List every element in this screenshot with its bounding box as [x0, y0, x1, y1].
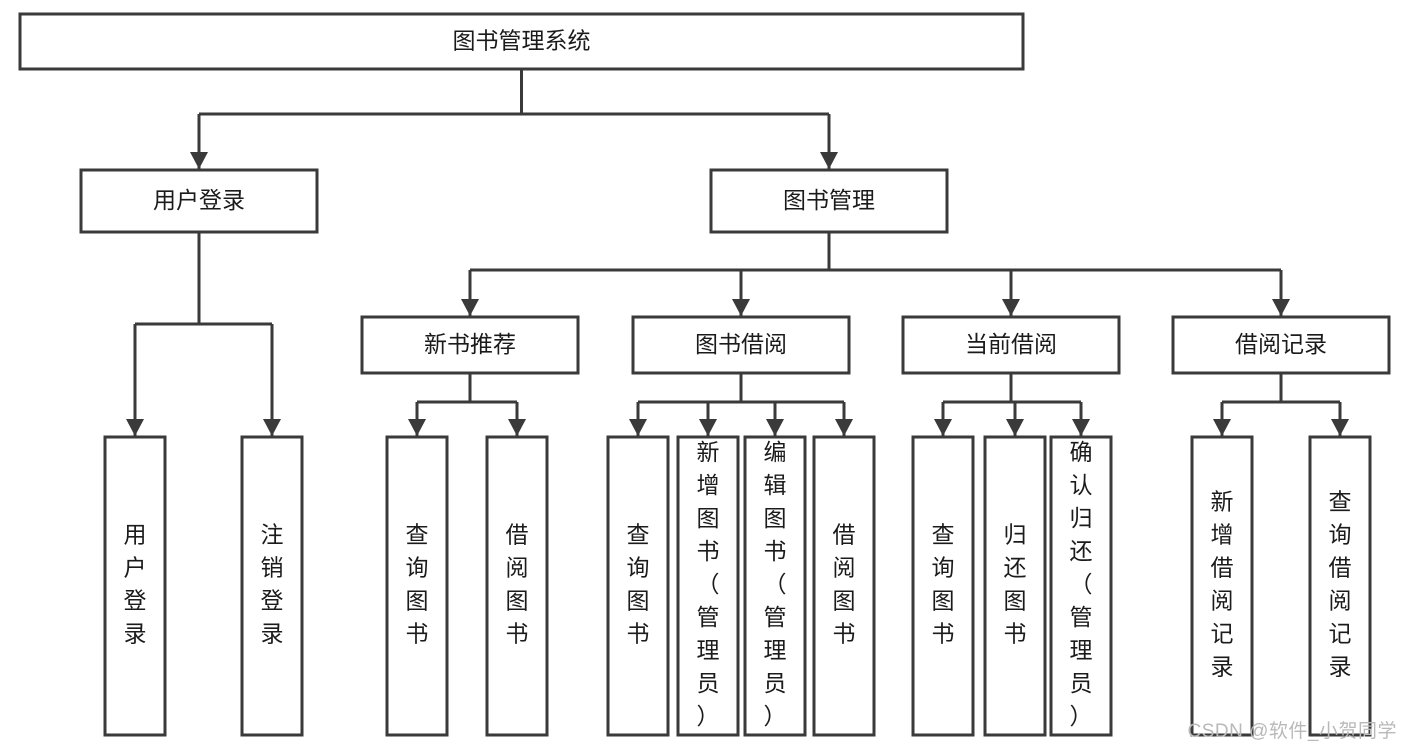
node-recommend-borrow-book[interactable]: 借阅图书: [485, 435, 549, 737]
arrow-head-icon: [732, 299, 750, 316]
arrow-head-icon: [408, 419, 426, 436]
arrow-head-icon: [508, 419, 526, 436]
node-box-root[interactable]: [18, 12, 1025, 71]
node-user-login[interactable]: 用户登录: [79, 168, 319, 234]
arrow-head-icon: [934, 419, 952, 436]
node-box-current-query-book[interactable]: [911, 435, 975, 737]
node-record-add[interactable]: 新增借阅记录: [1190, 435, 1254, 737]
node-label-current-query-book: 查询图书: [932, 522, 955, 647]
arrow-head-icon: [461, 299, 479, 316]
node-label-borrow-borrow-book: 借阅图书: [833, 522, 856, 647]
node-borrow-record[interactable]: 借阅记录: [1171, 315, 1391, 375]
node-borrow-add-book[interactable]: 新增图书（管理员）: [676, 435, 740, 737]
node-label-borrow-edit-book: 编辑图书（管理员）: [764, 439, 787, 729]
node-box-borrow-add-book[interactable]: [676, 435, 740, 737]
node-label-user-login: 用户登录: [153, 187, 245, 213]
node-recommend-query-book[interactable]: 查询图书: [385, 435, 449, 737]
node-label-user-logout: 注销登录: [261, 522, 284, 647]
node-box-borrow-edit-book[interactable]: [743, 435, 807, 737]
node-label-new-book-recommend: 新书推荐: [424, 331, 516, 357]
node-label-root: 图书管理系统: [453, 28, 591, 54]
node-label-recommend-query-book: 查询图书: [406, 522, 429, 647]
arrow-head-icon: [263, 419, 281, 436]
node-label-borrow-record: 借阅记录: [1235, 331, 1327, 357]
node-current-query-book[interactable]: 查询图书: [911, 435, 975, 737]
node-box-recommend-borrow-book[interactable]: [485, 435, 549, 737]
node-label-user-login-do: 用户登录: [124, 522, 147, 647]
node-borrow-edit-book[interactable]: 编辑图书（管理员）: [743, 435, 807, 737]
node-box-borrow-borrow-book[interactable]: [812, 435, 876, 737]
node-borrow-query-book[interactable]: 查询图书: [606, 435, 670, 737]
node-root[interactable]: 图书管理系统: [18, 12, 1025, 71]
node-label-recommend-borrow-book: 借阅图书: [506, 522, 529, 647]
node-box-borrow-record[interactable]: [1171, 315, 1391, 375]
node-user-logout[interactable]: 注销登录: [240, 435, 304, 737]
arrow-head-icon: [1002, 299, 1020, 316]
node-book-borrow[interactable]: 图书借阅: [631, 315, 851, 375]
arrow-head-icon: [820, 152, 838, 169]
node-label-record-query: 查询借阅记录: [1329, 489, 1352, 680]
node-label-current-confirm-return: 确认归还（管理员）: [1070, 439, 1093, 729]
arrow-head-icon: [699, 419, 717, 436]
node-layer: 图书管理系统用户登录用户登录注销登录图书管理新书推荐查询图书借阅图书图书借阅查询…: [18, 12, 1391, 737]
node-label-current-return-book: 归还图书: [1004, 522, 1027, 647]
arrow-head-icon: [1213, 419, 1231, 436]
node-box-user-login-do[interactable]: [103, 435, 167, 737]
node-box-book-borrow[interactable]: [631, 315, 851, 375]
node-label-book-borrow: 图书借阅: [695, 331, 787, 357]
connector-layer: [126, 69, 1349, 436]
node-current-confirm-return[interactable]: 确认归还（管理员）: [1049, 435, 1113, 737]
watermark-text: CSDN @软件_小贺同学: [1187, 721, 1397, 742]
node-box-user-login[interactable]: [79, 168, 319, 234]
arrow-head-icon: [835, 419, 853, 436]
node-box-book-manage[interactable]: [709, 168, 949, 234]
node-borrow-borrow-book[interactable]: 借阅图书: [812, 435, 876, 737]
arrow-head-icon: [190, 152, 208, 169]
node-current-borrow[interactable]: 当前借阅: [901, 315, 1121, 375]
node-label-borrow-query-book: 查询图书: [627, 522, 650, 647]
node-box-current-borrow[interactable]: [901, 315, 1121, 375]
arrow-head-icon: [1331, 419, 1349, 436]
node-box-user-logout[interactable]: [240, 435, 304, 737]
arrow-head-icon: [126, 419, 144, 436]
arrow-head-icon: [766, 419, 784, 436]
arrow-head-icon: [629, 419, 647, 436]
node-current-return-book[interactable]: 归还图书: [983, 435, 1047, 737]
node-label-record-add: 新增借阅记录: [1211, 489, 1234, 680]
node-label-current-borrow: 当前借阅: [965, 331, 1057, 357]
node-user-login-do[interactable]: 用户登录: [103, 435, 167, 737]
node-book-manage[interactable]: 图书管理: [709, 168, 949, 234]
node-box-record-add[interactable]: [1190, 435, 1254, 737]
node-record-query[interactable]: 查询借阅记录: [1308, 435, 1372, 737]
node-box-borrow-query-book[interactable]: [606, 435, 670, 737]
node-box-current-confirm-return[interactable]: [1049, 435, 1113, 737]
arrow-head-icon: [1072, 419, 1090, 436]
arrow-head-icon: [1006, 419, 1024, 436]
node-box-current-return-book[interactable]: [983, 435, 1047, 737]
node-label-borrow-add-book: 新增图书（管理员）: [697, 439, 720, 729]
node-box-record-query[interactable]: [1308, 435, 1372, 737]
node-label-book-manage: 图书管理: [783, 187, 875, 213]
node-box-recommend-query-book[interactable]: [385, 435, 449, 737]
node-new-book-recommend[interactable]: 新书推荐: [360, 315, 580, 375]
arrow-head-icon: [1272, 299, 1290, 316]
node-box-new-book-recommend[interactable]: [360, 315, 580, 375]
